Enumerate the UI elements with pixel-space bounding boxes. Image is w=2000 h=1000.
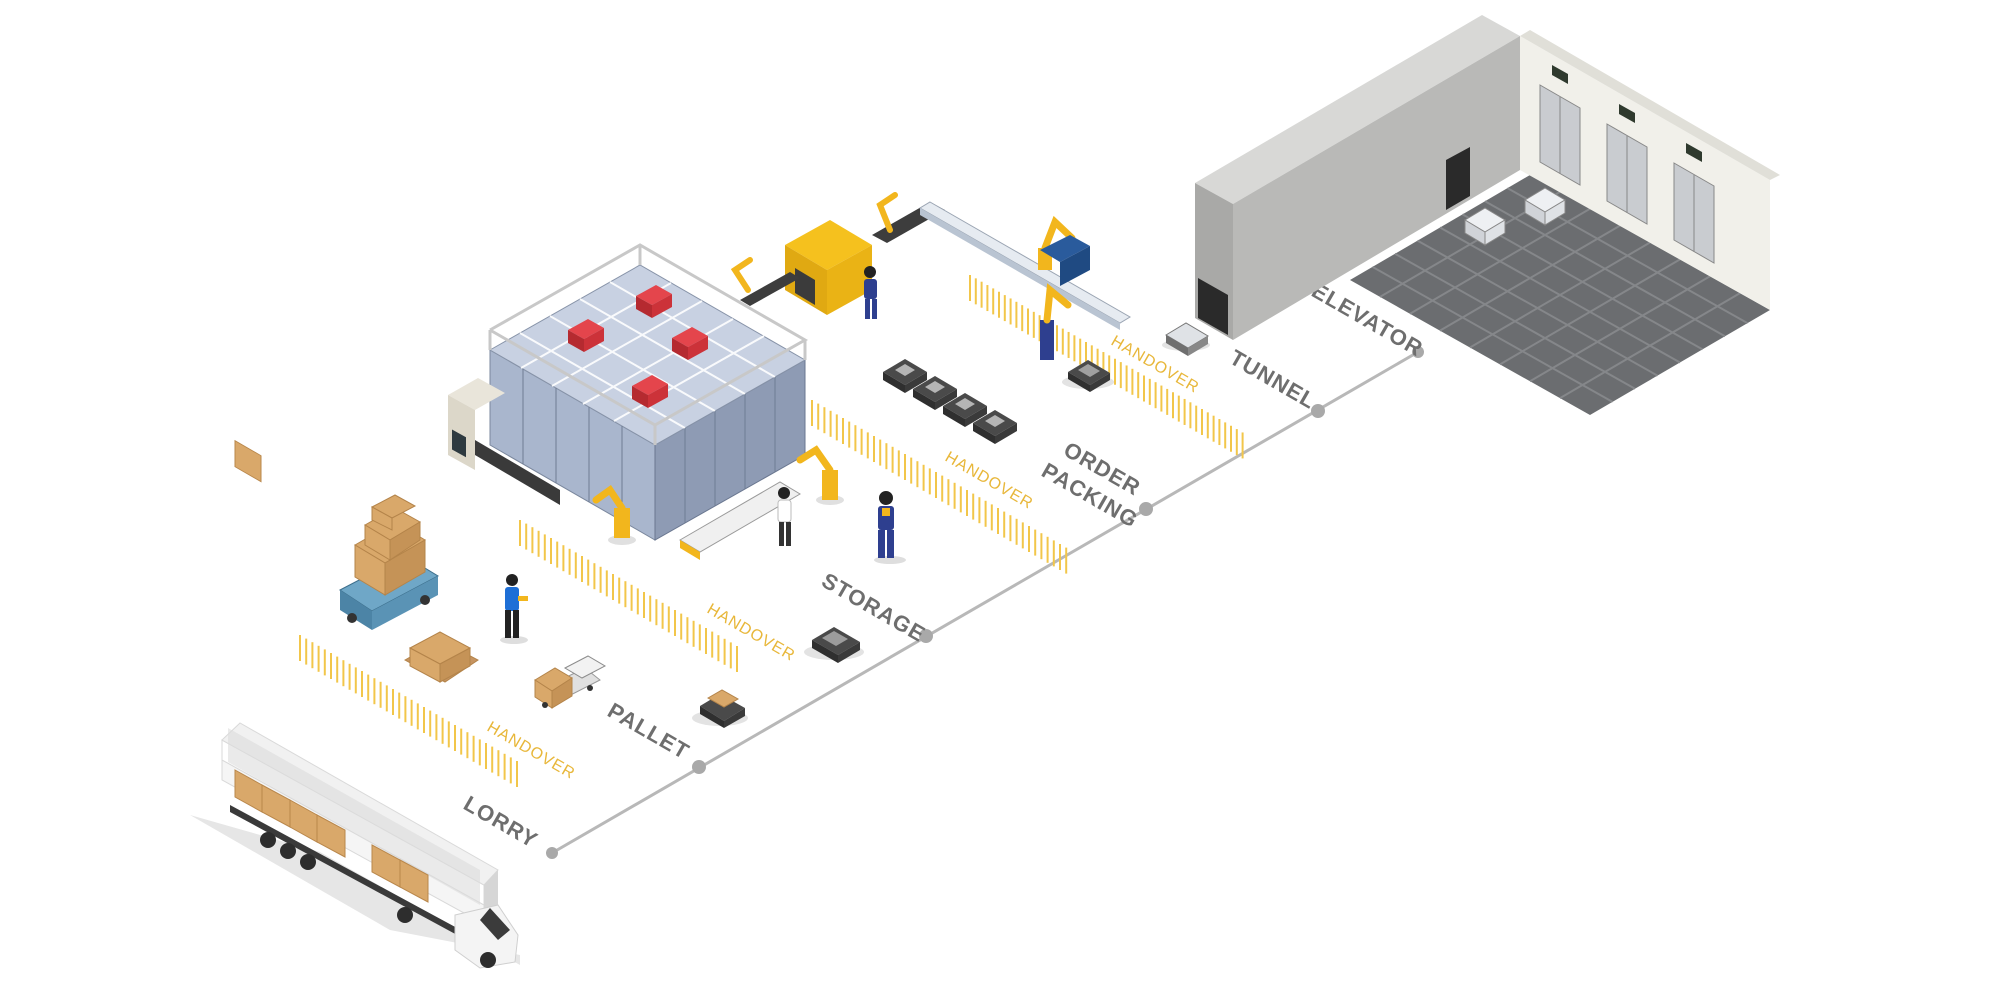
stage-label-lorry: LORRY <box>460 791 543 853</box>
timeline-node-elevator <box>1412 346 1424 358</box>
packing-robot-arms <box>730 192 1090 360</box>
agv-robot-icon-fleet-3 <box>943 393 987 427</box>
grid-robot-4 <box>632 375 668 408</box>
wall-door <box>1446 147 1470 210</box>
handover-stripes <box>299 275 1244 787</box>
tunnel-door <box>1198 278 1228 335</box>
handover-label-3: HANDOVER <box>942 449 1036 513</box>
grid-robot-1 <box>568 319 604 352</box>
handover-stripe-3 <box>811 400 1068 574</box>
lorry-truck-icon <box>190 439 520 969</box>
agv-robot-icon-tunnel <box>1162 322 1210 356</box>
storage-port-station <box>448 378 560 505</box>
agv-robot-icon-fleet-2 <box>913 376 957 410</box>
agv-fleet <box>883 359 1017 444</box>
lorry-cargo-boxes <box>234 439 262 483</box>
agv-robot-icon-fleet-4 <box>973 410 1017 444</box>
worker-icon <box>500 574 528 644</box>
agv-robot-icon-elevator <box>1464 187 1566 246</box>
grid-robot-2 <box>636 285 672 318</box>
timeline-node-lorry <box>546 847 558 859</box>
handover-stripe-2 <box>519 520 738 672</box>
pallet-box-icon <box>403 631 479 683</box>
agv-robot-icon-fleet-1 <box>883 359 927 393</box>
conveyor-line <box>740 201 1131 330</box>
timeline-node-pallet <box>692 760 706 774</box>
timeline-node-order-packing <box>1139 502 1153 516</box>
agv-robot-icon-packing <box>1062 360 1114 392</box>
robotic-arm-icon <box>592 445 844 545</box>
hand-trolley-icon <box>534 655 607 709</box>
agv-robot-icon-storage <box>804 627 864 663</box>
timeline-node-storage <box>919 629 933 643</box>
grid-robot-3 <box>672 327 708 360</box>
agv-robot-icon <box>692 689 748 728</box>
handover-stripe-4 <box>969 275 1244 459</box>
elevator-building <box>1162 15 1780 415</box>
stage-label-tunnel: TUNNEL <box>1226 345 1321 414</box>
worker-icon-storage <box>777 487 792 546</box>
stage-label-pallet: PALLET <box>604 698 694 765</box>
grid-robots <box>568 285 708 408</box>
timeline-node-tunnel <box>1311 404 1325 418</box>
scissor-lift-icon <box>339 494 440 630</box>
worker-icon-supervisor <box>874 491 906 564</box>
timeline <box>546 346 1424 859</box>
handover-stripe-1 <box>299 635 518 787</box>
elevator-door-icon <box>1539 65 1715 264</box>
packing-machine-icon <box>785 220 872 315</box>
packing-worker-icon <box>864 266 877 319</box>
